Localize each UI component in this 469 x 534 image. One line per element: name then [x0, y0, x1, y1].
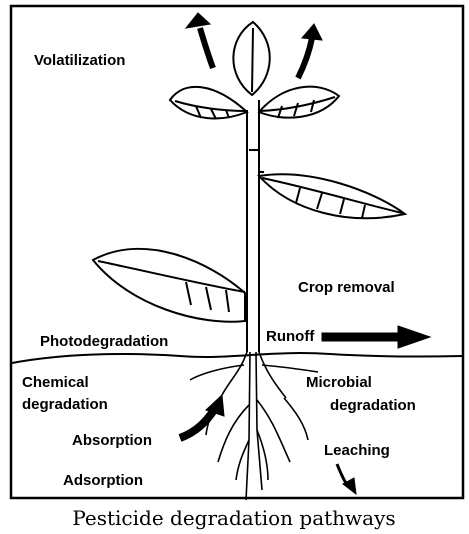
diagram-frame [11, 6, 463, 498]
label-photodegradation: Photodegradation [40, 333, 168, 350]
label-microbial-line1: Microbial [306, 374, 372, 391]
top-leaf [233, 22, 269, 95]
volatilization-arrow-left [200, 28, 213, 68]
label-crop-removal: Crop removal [298, 279, 395, 296]
figure-caption: Pesticide degradation pathways [72, 506, 395, 530]
right-middle-leaf [259, 174, 405, 218]
plant-roots [190, 352, 318, 500]
label-chemical-line2: degradation [22, 396, 108, 413]
label-chemical-line1: Chemical [22, 374, 89, 391]
volatilization-arrowhead-right [302, 24, 322, 40]
ground-line [12, 353, 462, 363]
label-runoff: Runoff [266, 328, 315, 345]
left-upper-leaf [170, 87, 247, 119]
label-volatilization: Volatilization [34, 52, 125, 69]
right-upper-leaf [259, 87, 339, 118]
volatilization-arrow-right [298, 38, 312, 78]
runoff-arrowhead [398, 326, 430, 348]
label-leaching: Leaching [324, 442, 390, 459]
runoff-arrow-shaft [322, 333, 400, 341]
label-absorption: Absorption [72, 432, 152, 449]
label-microbial-line2: degradation [330, 397, 416, 414]
volatilization-arrowhead-left [186, 13, 210, 28]
arrow-icon [180, 13, 430, 494]
plant-stem [247, 100, 264, 352]
left-lower-leaf [93, 249, 245, 322]
label-adsorption: Adsorption [63, 472, 143, 489]
